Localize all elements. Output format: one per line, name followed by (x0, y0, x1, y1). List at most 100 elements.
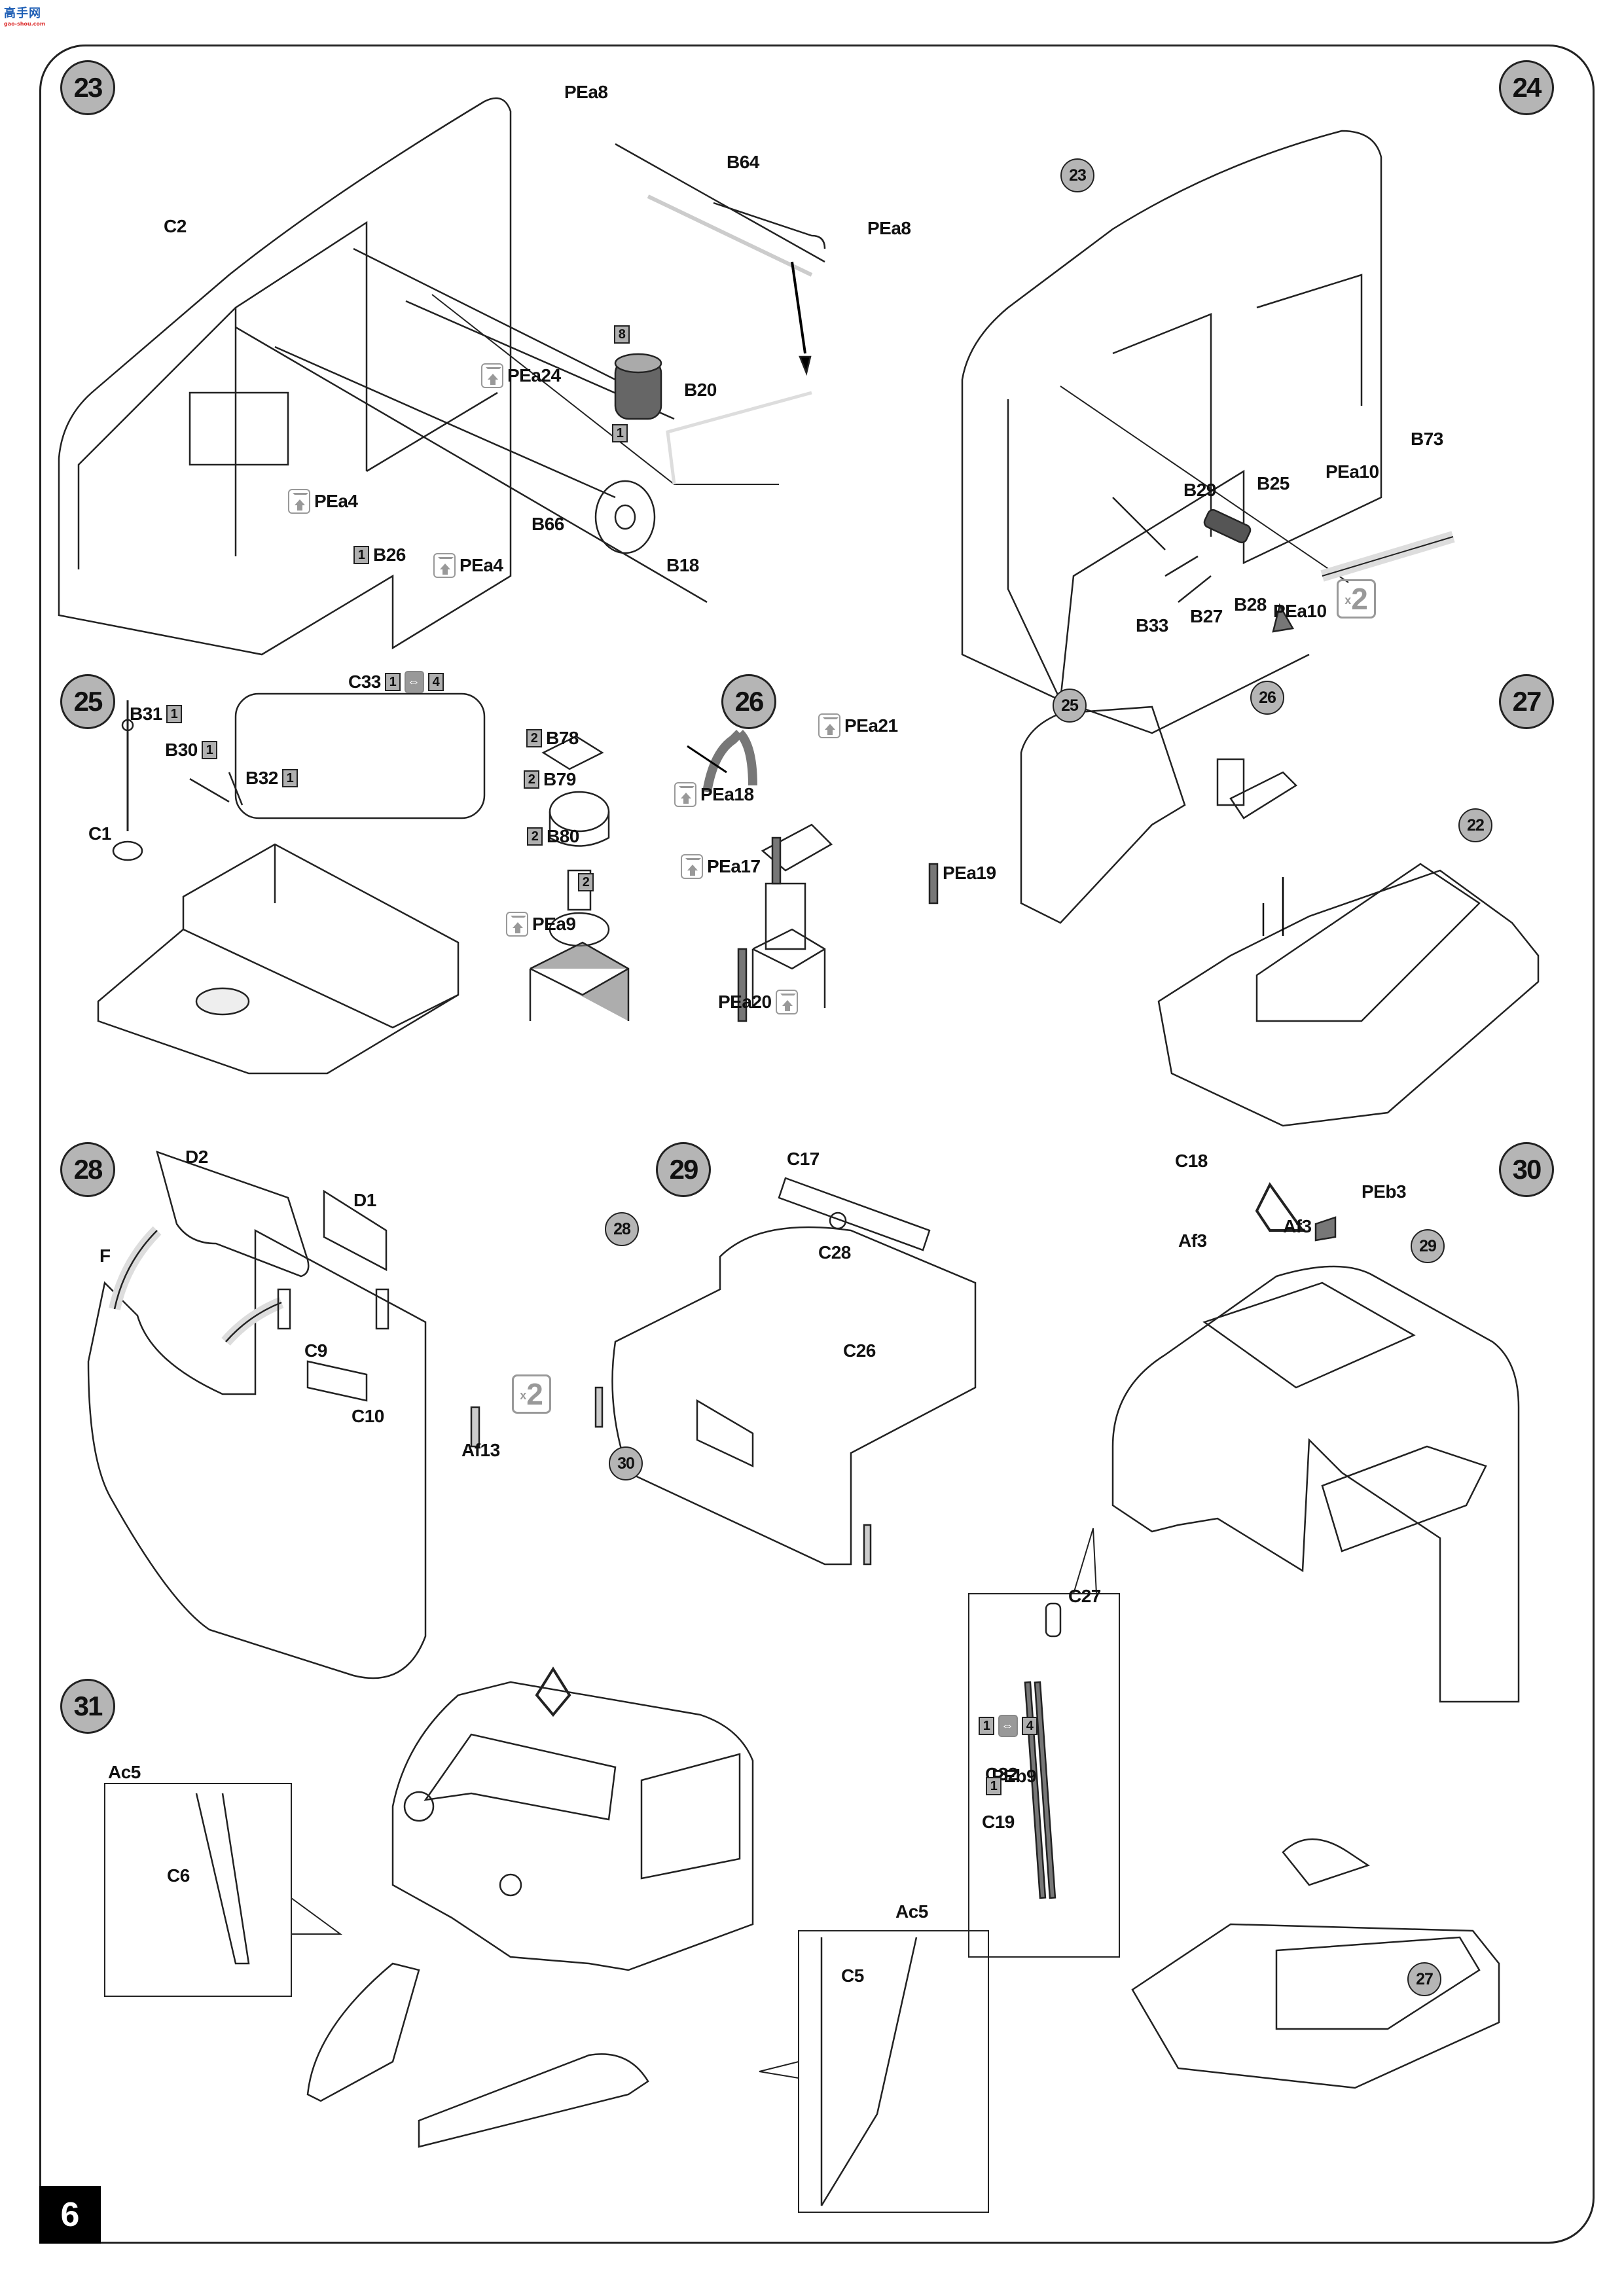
step-number-31: 31 (60, 1679, 115, 1734)
photo-etch-icon (506, 912, 528, 937)
step-number-25: 25 (60, 674, 115, 729)
part-label-b28: B28 (1234, 594, 1267, 615)
step-number-23: 23 (60, 60, 115, 115)
paint-boxes-c32: 14 (979, 1715, 1038, 1737)
ref-step-30: 30 (609, 1446, 643, 1480)
part-label-pea19: PEa19 (943, 863, 996, 883)
photo-etch-icon (288, 489, 310, 514)
alternative-paint-icon (404, 671, 424, 693)
ref-step-27: 27 (1407, 1962, 1441, 1996)
part-label-b25: B25 (1257, 473, 1290, 493)
paint-box-2-pea9: 2 (578, 873, 594, 891)
part-label-pea8-left: PEa8 (564, 82, 608, 102)
step-number-30: 30 (1499, 1142, 1554, 1197)
part-label-c27: C27 (1068, 1586, 1101, 1606)
part-label-b29: B29 (1183, 480, 1216, 500)
step31-inset-left (104, 1783, 292, 1997)
part-label-c18: C18 (1175, 1151, 1208, 1171)
photo-etch-icon (775, 990, 798, 1014)
part-label-c6: C6 (167, 1865, 190, 1886)
part-label-pea9: PEa9 (506, 912, 576, 937)
step30-assembly-drawing (1111, 1182, 1520, 2089)
watermark-logo: 高手网 gao-shou.com (4, 4, 47, 27)
step30-wiper-inset (968, 1593, 1120, 1958)
step-number-26: 26 (721, 674, 776, 729)
page-frame (39, 45, 1595, 2244)
part-label-af3-left: Af3 (1178, 1230, 1207, 1251)
step26-assembly-drawing (529, 730, 939, 1022)
part-label-c28: C28 (818, 1242, 851, 1263)
part-label-c17: C17 (787, 1149, 820, 1169)
step-number-28: 28 (60, 1142, 115, 1197)
part-label-b73: B73 (1411, 429, 1443, 449)
ref-step-23: 23 (1060, 158, 1094, 192)
part-label-pea18: PEa18 (674, 782, 754, 807)
part-label-pea24: PEa24 (481, 363, 561, 388)
part-label-b64: B64 (727, 152, 759, 172)
part-label-b66: B66 (532, 514, 564, 534)
part-label-ac5-left: Ac5 (108, 1762, 141, 1782)
part-label-c1: C1 (88, 823, 111, 844)
step-number-27: 27 (1499, 674, 1554, 729)
paint-box-1-b20: 1 (612, 424, 628, 442)
part-label-pea10-top: PEa10 (1326, 461, 1379, 482)
paint-box-8: 8 (614, 325, 630, 344)
part-label-c9: C9 (304, 1340, 327, 1361)
part-label-peb3: PEb3 (1362, 1181, 1407, 1202)
part-label-af13: Af13 (461, 1440, 500, 1460)
part-label-b18: B18 (666, 555, 699, 575)
photo-etch-icon (433, 553, 456, 578)
part-label-f: F (99, 1246, 111, 1266)
step29-assembly-drawing (594, 1177, 977, 1566)
alternative-paint-icon (998, 1715, 1018, 1737)
step-number-24: 24 (1499, 60, 1554, 115)
part-label-pea20: PEa20 (718, 990, 798, 1014)
part-label-d1: D1 (353, 1190, 376, 1210)
ref-step-25: 25 (1053, 689, 1087, 723)
step25-assembly-drawing (97, 692, 486, 1075)
part-label-pea8-right: PEa8 (867, 218, 911, 238)
part-label-b33: B33 (1136, 615, 1168, 636)
part-label-b27: B27 (1190, 606, 1223, 626)
paint-box-c19: 1 (986, 1777, 1001, 1795)
photo-etch-icon (681, 854, 703, 879)
photo-etch-icon (674, 782, 696, 807)
ref-step-29: 29 (1411, 1229, 1445, 1263)
photo-etch-icon (481, 363, 503, 388)
part-label-af3-right: Af3 (1283, 1216, 1312, 1236)
part-label-pea4-right: PEa4 (433, 553, 503, 578)
ref-step-28: 28 (605, 1212, 639, 1246)
part-label-pea21: PEa21 (818, 713, 898, 738)
step-number-29: 29 (656, 1142, 711, 1197)
step28-assembly-drawing (87, 1151, 480, 1679)
ref-step-22: 22 (1458, 808, 1492, 842)
step31-assembly-drawing (306, 1666, 754, 2148)
part-label-d2: D2 (185, 1147, 208, 1167)
step27-assembly-drawing (1020, 706, 1540, 1127)
part-label-pea10-bottom: PEa10 (1273, 601, 1327, 621)
step31-inset-right (798, 1930, 989, 2213)
part-label-c19: C19 (982, 1812, 1015, 1832)
photo-etch-icon (818, 713, 840, 738)
part-label-ac5-right: Ac5 (895, 1901, 928, 1922)
logo-site: gao-shou.com (4, 21, 46, 27)
part-label-pea17: PEa17 (681, 854, 761, 879)
logo-text: 高手网 (4, 7, 41, 20)
part-label-b20: B20 (684, 380, 717, 400)
part-label-c26: C26 (843, 1340, 876, 1361)
step24-assembly-drawing (961, 130, 1455, 734)
part-label-c33: C3314 (348, 671, 444, 693)
part-label-pea4-left: PEa4 (288, 489, 358, 514)
page-number: 6 (39, 2186, 101, 2244)
part-label-c10: C10 (352, 1406, 384, 1426)
